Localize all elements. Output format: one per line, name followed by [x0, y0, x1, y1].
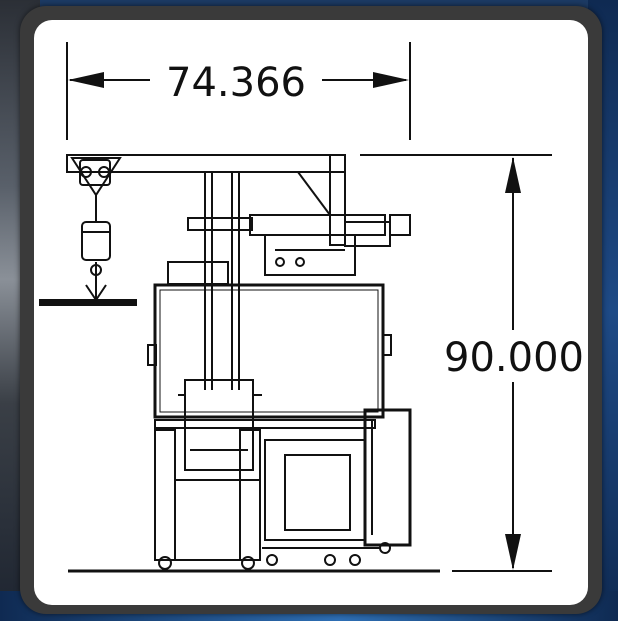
upper-assembly [167, 214, 411, 285]
main-tank [147, 283, 392, 419]
hopper [178, 379, 262, 471]
lower-frame [154, 408, 412, 561]
height-dimension: 90.000 [360, 154, 584, 572]
jib-crane [39, 154, 346, 390]
width-dimension: 74.366 [66, 42, 411, 140]
width-dimension-label: 74.366 [166, 60, 306, 106]
height-dimension-label: 90.000 [444, 335, 584, 381]
wheels [158, 542, 391, 570]
drawing-sheet [34, 20, 588, 605]
